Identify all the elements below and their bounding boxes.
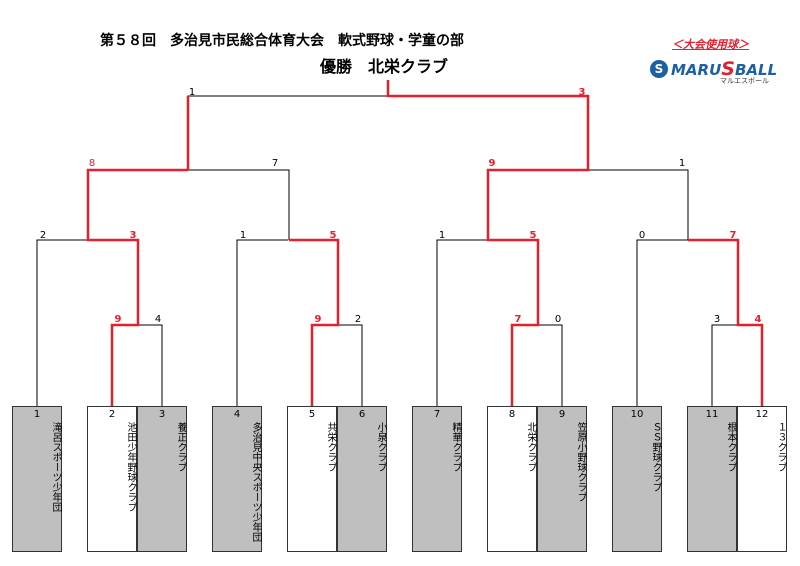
bracket-line bbox=[36, 239, 88, 406]
bracket-line bbox=[588, 169, 689, 240]
team-seed: 10 bbox=[630, 409, 644, 420]
team-box: 5 共栄クラブ bbox=[287, 406, 337, 552]
bracket-line bbox=[436, 239, 488, 406]
winner-path bbox=[386, 80, 590, 406]
team-name: 小泉クラブ bbox=[375, 422, 386, 472]
score-label: 0 bbox=[554, 314, 562, 325]
team-seed: 1 bbox=[33, 409, 41, 420]
team-seed: 9 bbox=[558, 409, 566, 420]
score-label: 9 bbox=[114, 314, 122, 325]
team-name: １３クラブ bbox=[775, 422, 786, 472]
team-box: 1 滝呂スポーツ少年団 bbox=[12, 406, 62, 552]
score-label: 5 bbox=[529, 230, 537, 241]
bracket-line bbox=[636, 239, 688, 406]
team-name: 笠原小野球クラブ bbox=[575, 422, 586, 502]
score-label: 9 bbox=[488, 158, 496, 169]
score-label: 0 bbox=[638, 230, 646, 241]
team-box: 8 北栄クラブ bbox=[487, 406, 537, 552]
team-seed: 6 bbox=[358, 409, 366, 420]
bracket-lines-black bbox=[36, 95, 738, 406]
bracket-line bbox=[187, 95, 388, 170]
team-seed: 11 bbox=[705, 409, 719, 420]
team-seed: 2 bbox=[108, 409, 116, 420]
tournament-title: 第５８回 多治見市民総合体育大会 軟式野球・学童の部 bbox=[100, 33, 464, 49]
team-box: 11 根本クラブ bbox=[687, 406, 737, 552]
score-label: 2 bbox=[354, 314, 362, 325]
team-name: 養正クラブ bbox=[175, 422, 186, 472]
bracket-line bbox=[538, 324, 563, 406]
score-label: 7 bbox=[729, 230, 737, 241]
team-box: 4 多治見中央スポーツ少年団 bbox=[212, 406, 262, 552]
score-label: 7 bbox=[514, 314, 522, 325]
ball-icon: S bbox=[650, 60, 668, 78]
team-seed: 8 bbox=[508, 409, 516, 420]
team-name: 精華クラブ bbox=[450, 422, 461, 472]
score-label: 4 bbox=[154, 314, 162, 325]
bracket-line bbox=[188, 169, 290, 240]
sponsor-logo-s: S bbox=[721, 58, 735, 80]
team-box: 2 池田少年野球クラブ bbox=[87, 406, 137, 552]
bracket-line bbox=[236, 239, 288, 406]
score-label: 7 bbox=[271, 158, 279, 169]
sponsor-logo-sub: マルエスボール bbox=[720, 77, 769, 85]
team-seed: 7 bbox=[433, 409, 441, 420]
sponsor-logo: ＜大会使用球＞ S MARUSBALL マルエスボール bbox=[650, 36, 777, 86]
winner-path bbox=[289, 238, 340, 406]
sponsor-logo-tail: BALL bbox=[734, 61, 778, 79]
bracket-line bbox=[338, 324, 363, 406]
team-box: 12 １３クラブ bbox=[737, 406, 787, 552]
score-label: 5 bbox=[329, 230, 337, 241]
score-label: 8 bbox=[88, 158, 96, 169]
sponsor-logo-word: MARU bbox=[671, 61, 722, 79]
score-label: 4 bbox=[754, 314, 762, 325]
team-seed: 3 bbox=[158, 409, 166, 420]
score-label: 9 bbox=[314, 314, 322, 325]
score-label: 1 bbox=[239, 230, 247, 241]
team-name: 北栄クラブ bbox=[525, 422, 536, 472]
team-seed: 4 bbox=[233, 409, 241, 420]
team-box: 7 精華クラブ bbox=[412, 406, 462, 552]
team-box: 9 笠原小野球クラブ bbox=[537, 406, 587, 552]
sponsor-logo-text: MARUSBALL bbox=[671, 58, 777, 80]
team-name: 多治見中央スポーツ少年団 bbox=[250, 422, 261, 542]
score-label: 1 bbox=[188, 87, 196, 98]
team-name: 根本クラブ bbox=[725, 422, 736, 472]
score-label: 3 bbox=[713, 314, 721, 325]
score-label: 1 bbox=[678, 158, 686, 169]
team-box: 6 小泉クラブ bbox=[337, 406, 387, 552]
score-label: 3 bbox=[578, 87, 586, 98]
team-name: 共栄クラブ bbox=[325, 422, 336, 472]
champion-label: 優勝 北栄クラブ bbox=[320, 57, 449, 76]
bracket-line bbox=[138, 324, 163, 406]
team-name: 滝呂スポーツ少年団 bbox=[50, 422, 61, 512]
bracket-line bbox=[711, 324, 738, 406]
team-seed: 12 bbox=[755, 409, 769, 420]
score-label: 3 bbox=[129, 230, 137, 241]
score-label: 2 bbox=[39, 230, 47, 241]
winner-path bbox=[688, 238, 764, 406]
team-name: ＳＳ野球クラブ bbox=[650, 422, 661, 492]
team-box: 3 養正クラブ bbox=[137, 406, 187, 552]
team-seed: 5 bbox=[308, 409, 316, 420]
team-name: 池田少年野球クラブ bbox=[125, 422, 136, 512]
sponsor-caption: ＜大会使用球＞ bbox=[672, 38, 749, 51]
winner-path bbox=[86, 168, 188, 406]
bracket-lines-winner bbox=[86, 80, 764, 406]
score-label: 1 bbox=[438, 230, 446, 241]
